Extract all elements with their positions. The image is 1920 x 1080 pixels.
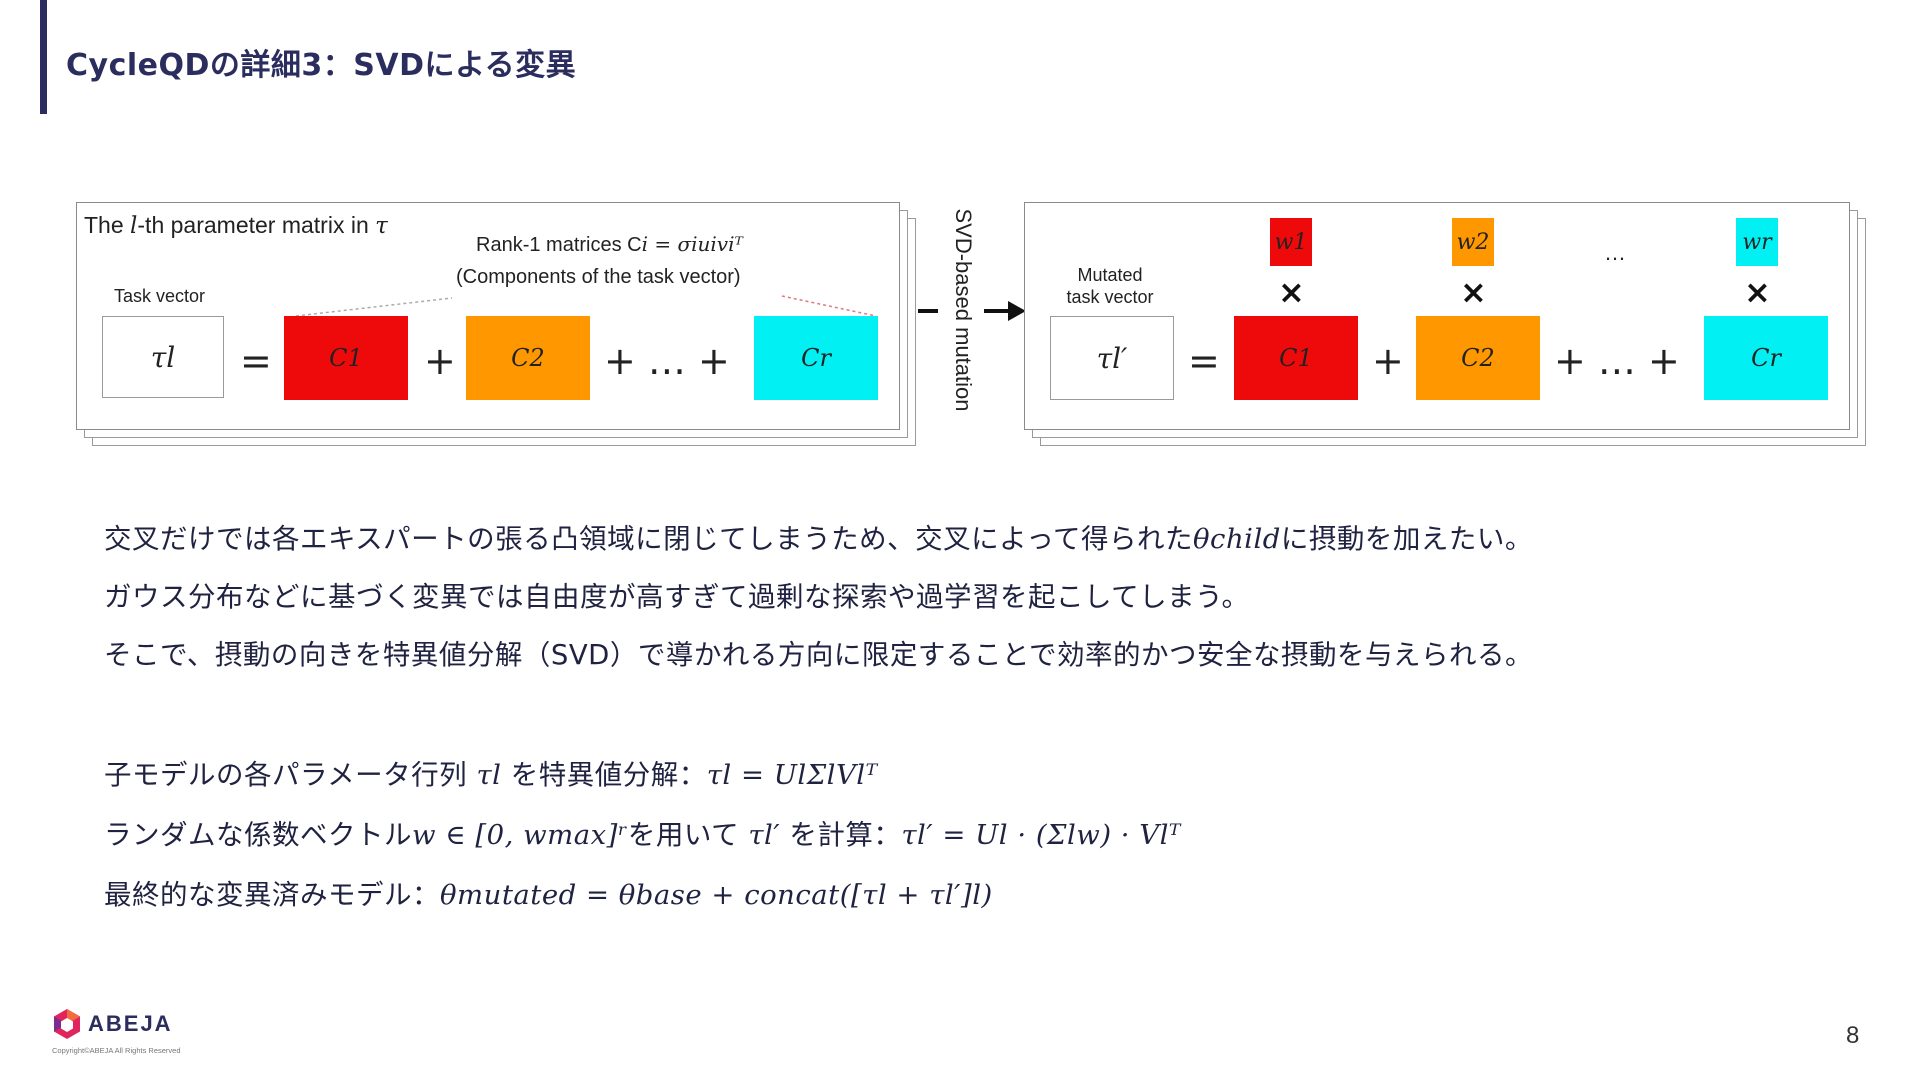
task-vector-label: Task vector bbox=[114, 286, 206, 306]
paragraph-1: 交叉だけでは各エキスパートの張る凸領域に閉じてしまうため、交叉によって得られたθ… bbox=[104, 523, 1533, 555]
rank-matrices-label: Rank-1 matrices Ci = σiuiviᵀ bbox=[476, 232, 743, 256]
left-plus-1: + bbox=[424, 339, 456, 383]
left-panel-heading: The l-th parameter matrix in τ bbox=[84, 212, 388, 239]
right-equals: = bbox=[1188, 339, 1220, 383]
abeja-logo: ABEJA bbox=[52, 1008, 173, 1040]
page-title: CycleQDの詳細3：SVDによる変異 bbox=[66, 48, 577, 83]
formula-2: ランダムな係数ベクトルw ∈ [0, wmax]ʳを用いて τl′ を計算：τl… bbox=[104, 819, 1181, 851]
w2-box: w2 bbox=[1452, 218, 1494, 266]
times-icon-r: × bbox=[1744, 273, 1771, 311]
formula-1: 子モデルの各パラメータ行列 τl を特異値分解：τl = UlΣlVlᵀ bbox=[104, 759, 878, 791]
right-plus-1: + bbox=[1372, 339, 1404, 383]
title-accent-bar bbox=[40, 0, 47, 114]
times-icon-1: × bbox=[1278, 273, 1305, 311]
wr-box: wr bbox=[1736, 218, 1778, 266]
paragraph-2: ガウス分布などに基づく変異では自由度が高すぎて過剰な探索や過学習を起こしてしまう… bbox=[104, 581, 1250, 613]
page-number: 8 bbox=[1846, 1022, 1860, 1049]
logo-text: ABEJA bbox=[88, 1011, 173, 1036]
left-c2-box: C2 bbox=[466, 316, 590, 400]
copyright: Copyright©ABEJA All Rights Reserved bbox=[52, 1046, 181, 1055]
right-c2-box: C2 bbox=[1416, 316, 1540, 400]
formula-3: 最終的な変異済みモデル：θmutated = θbase + concat([τ… bbox=[104, 879, 993, 911]
right-plus-ellipsis: + … + bbox=[1554, 339, 1680, 383]
arrow-tail bbox=[918, 309, 938, 313]
left-equals: = bbox=[240, 339, 272, 383]
left-cr-box: Cr bbox=[754, 316, 878, 400]
tau-l-prime-box: τl′ bbox=[1050, 316, 1174, 400]
paragraph-3: そこで、摂動の向きを特異値分解（SVD）で導かれる方向に限定することで効率的かつ… bbox=[104, 639, 1534, 671]
mutated-label: Mutated task vector bbox=[1066, 265, 1154, 307]
times-icon-2: × bbox=[1460, 273, 1487, 311]
components-label: (Components of the task vector) bbox=[456, 266, 741, 288]
w1-box: w1 bbox=[1270, 218, 1312, 266]
svd-mutation-label: SVD-based mutation bbox=[951, 208, 976, 412]
tau-l-box: τl bbox=[102, 316, 224, 398]
left-c1-box: C1 bbox=[284, 316, 408, 400]
arrow-head-icon bbox=[984, 301, 1026, 321]
right-c1-box: C1 bbox=[1234, 316, 1358, 400]
abeja-hexagon-icon bbox=[54, 1009, 80, 1039]
left-plus-ellipsis: + … + bbox=[604, 339, 730, 383]
w-ellipsis: … bbox=[1604, 240, 1626, 265]
right-cr-box: Cr bbox=[1704, 316, 1828, 400]
